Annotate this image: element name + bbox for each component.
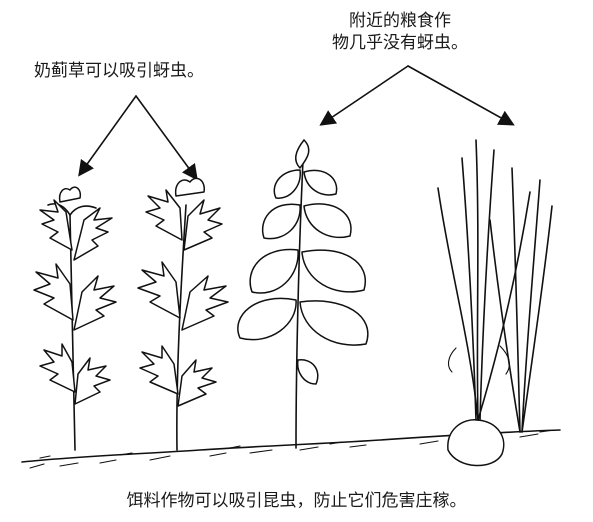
thistle-arrows (80, 96, 196, 178)
thistle-plant-left (34, 187, 116, 450)
onion-plant (438, 140, 552, 466)
arrow-right-1 (322, 66, 408, 124)
arrow-right-2 (408, 66, 512, 124)
crop-arrows (322, 66, 512, 124)
leafy-crop-plant (238, 140, 368, 448)
arrow-left-2 (136, 96, 196, 178)
thistle-plant-right (138, 178, 228, 450)
arrow-left-1 (80, 96, 136, 174)
